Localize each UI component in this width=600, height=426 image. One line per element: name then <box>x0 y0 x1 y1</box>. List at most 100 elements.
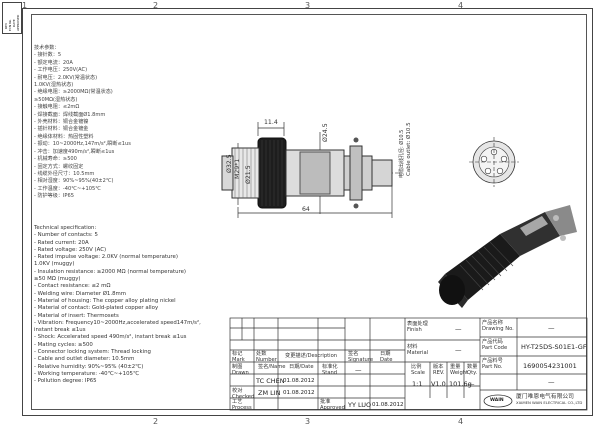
checked-name: ZM LIN <box>258 389 281 397</box>
dim-nut-length: 11.4 <box>264 119 278 126</box>
approved-date: 01.08.2012 <box>372 402 404 408</box>
spec-line: - 插针材料：铜合金镀金 <box>34 126 89 133</box>
spec-line: - 工作电压：250V(AC) <box>34 67 88 74</box>
connector-photo <box>438 205 577 308</box>
part-code-value: HY-T25DS-S01E1-GF <box>521 343 587 351</box>
spec-line: - 外壳材料：铜合金镀镍 <box>34 119 89 126</box>
spec-line: - 额定电流：20A <box>34 59 73 66</box>
date-header: 日期/Date <box>289 364 314 370</box>
spec-line: - Rated impulse voltage: 2.0KV (normal t… <box>34 254 178 261</box>
spec-line: - Connector locking system: Thread locki… <box>34 349 151 356</box>
drawing-no-value: — <box>548 324 555 332</box>
spec-line: - Material of contact: Gold-plated coppe… <box>34 305 159 312</box>
drawing-frame <box>22 8 593 416</box>
spec-line: - Pollution degree: IP65 <box>34 378 97 385</box>
material-value: — <box>455 346 462 354</box>
name-header: 签名/Name <box>258 364 286 370</box>
spec-line: - Insulation resistance: ≥2000 MΩ (norma… <box>34 268 187 275</box>
spec-line: ≥50MΩ(湿热状态) <box>34 96 78 103</box>
stand-value: — <box>355 366 362 374</box>
spec-line: - 机械寿命：≥500 <box>34 156 77 163</box>
cable-outlet-en: Cable outlet: Ø10.5 <box>406 122 412 176</box>
zone-number: 2 <box>153 1 159 10</box>
dim-thread: M29*1 <box>234 158 241 179</box>
approved-name: YY LUO <box>348 401 372 409</box>
empty-value: — <box>548 378 555 386</box>
spec-line: - 防护等级：IP65 <box>34 193 74 200</box>
finish-value: — <box>455 325 462 333</box>
spec-line: - Working temperature: -40℃~+105℃ <box>34 370 140 377</box>
spec-line: - Welding wire: Diameter Ø1.8mm <box>34 290 127 297</box>
zone-number: 4 <box>458 417 464 426</box>
drawing-border <box>31 14 587 410</box>
part-no-value: 1690054231001 <box>523 362 577 370</box>
spec-line: - Mating cycles: ≥500 <box>34 341 93 348</box>
spec-list-cn: 技术参数： - 接针数：5 - 额定电流：20A - 工作电压：250V(AC)… <box>34 45 131 201</box>
dim-nut-dia: Ø32.5 <box>226 154 233 173</box>
spec-line: - 线缆外径尺寸：10.5mm <box>34 170 95 177</box>
description-label: 变更描述/Description <box>285 353 338 359</box>
spec-line: - Contact resistance: ≤2 mΩ <box>34 283 111 290</box>
dim-rear-dia: Ø24.5 <box>322 123 329 142</box>
revision-table: REV ECN No. DATE APPROVED <box>2 2 22 34</box>
company-logo <box>483 394 513 408</box>
spec-line: - 焊接截面：焊线截面Ø1.8mm <box>34 111 106 118</box>
weight-value: 101.6g <box>449 380 472 388</box>
spec-line: 技术参数： <box>34 45 60 51</box>
spec-line: 1.0KV (muggy) <box>34 261 75 268</box>
spec-line: - Number of contacts: 5 <box>34 232 98 239</box>
spec-line: - Material of housing: The copper alloy … <box>34 297 176 304</box>
spec-line: - Rated voltage: 250V (AC) <box>34 246 107 253</box>
spec-line: - 绝缘体材料：热固性塑料 <box>34 133 94 140</box>
zone-number: 2 <box>153 417 159 426</box>
spec-line: - Vibration: Frequency10~2000Hz,accelera… <box>34 319 201 326</box>
spec-line: - Cable and outlet diameter: 10.5mm <box>34 356 135 363</box>
logo-text: WAIN <box>490 398 504 403</box>
dim-overall-length: 64 <box>302 206 310 213</box>
checked-date: 01.08.2012 <box>283 390 315 396</box>
spec-line: - 接触电阻：≤2mΩ <box>34 104 80 111</box>
title-block-grid <box>229 317 588 411</box>
cable-outlet-cn: 电缆出线孔径: Ø10.5 <box>399 129 405 178</box>
spec-line: 1.0KV(湿热状态) <box>34 82 74 89</box>
spec-line: ≥50 MΩ (muggy) <box>34 276 81 283</box>
spec-line: - Shock: Accelerated speed 490m/s², inst… <box>34 334 187 341</box>
spec-line: - Rated current: 20A <box>34 239 89 246</box>
spec-line: - 冲击：加速度490m/s²,瞬断≤1us <box>34 148 115 155</box>
spec-line: - 接针数：5 <box>34 52 62 59</box>
spec-line: - 固定方式：螺纹固定 <box>34 163 84 170</box>
zone-number: 3 <box>305 1 311 10</box>
drawn-name: TC CHEN <box>256 377 285 385</box>
spec-list-en: Technical specification: - Number of con… <box>34 225 201 386</box>
qty-value: — <box>468 380 475 388</box>
spec-line: - Relative humidity: 90%~95% (40±2℃) <box>34 363 144 370</box>
spec-line: Technical specification: <box>34 225 97 231</box>
drawn-date: 01.08.2012 <box>283 378 315 384</box>
spec-line: - 绝缘电阻：≥2000MΩ(常温状态) <box>34 89 113 96</box>
zone-number: 1 <box>22 1 28 10</box>
zone-number: 3 <box>305 417 311 426</box>
spec-line: - Material of insert: Thermosets <box>34 312 119 319</box>
spec-line: - 相对湿度：90%~95%(40±2℃) <box>34 178 114 185</box>
rev-value: V1.0 <box>431 380 446 388</box>
spec-line: instant break ≤1us <box>34 327 86 334</box>
